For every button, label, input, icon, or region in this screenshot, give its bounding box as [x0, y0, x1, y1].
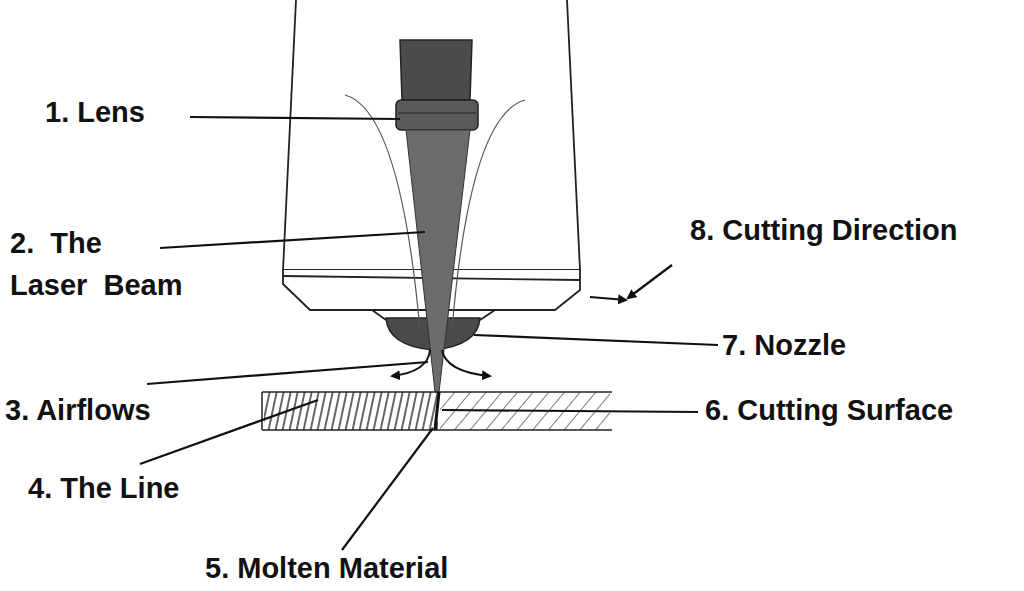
part-label: 6. Cutting Surface: [705, 389, 953, 431]
part-label: 1. Lens: [45, 91, 145, 133]
part-label: 2. The Laser Beam: [10, 222, 188, 306]
gas-flow: [345, 95, 420, 330]
part-label: 5. Molten Material: [205, 547, 448, 589]
part-label: 3. Airflows: [5, 389, 151, 431]
part-label: 7. Nozzle: [722, 324, 846, 366]
lens-tube: [400, 40, 472, 100]
gas-flow: [452, 100, 525, 330]
part-label: 8. Cutting Direction: [690, 209, 957, 251]
part-label: 4. The Line: [28, 467, 179, 509]
laser-beam: [406, 130, 470, 392]
leader-lines: [140, 117, 718, 550]
lens: [396, 100, 478, 130]
airflow-arrow: [442, 350, 490, 376]
